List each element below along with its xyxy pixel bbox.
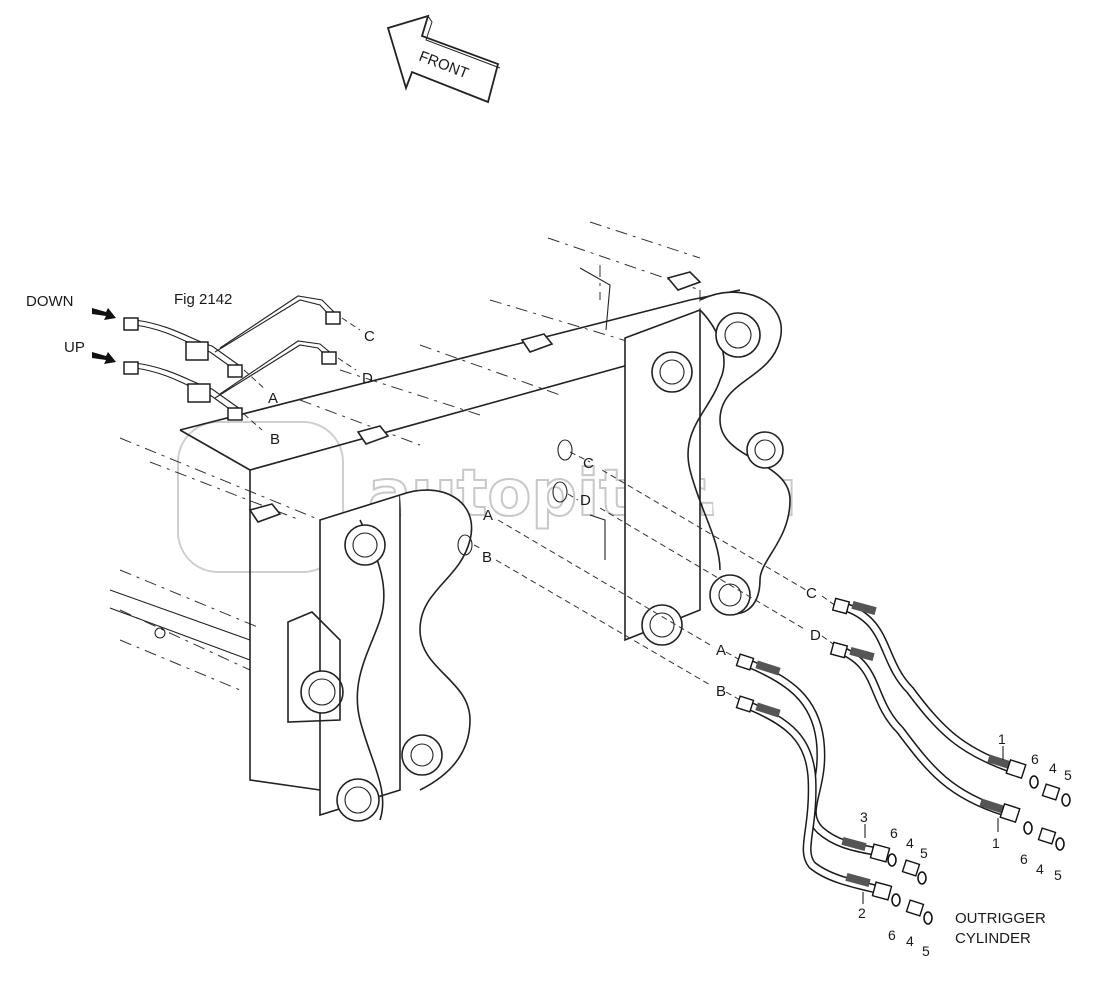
part-number-5-lower: 5 xyxy=(1054,867,1062,883)
part-number-5-mid: 5 xyxy=(920,845,928,861)
upper-callout-leaders xyxy=(243,317,361,431)
callout-c-middle: C xyxy=(583,455,594,472)
component-label-line1: OUTRIGGER xyxy=(955,910,1046,927)
flow-arrows xyxy=(92,308,116,364)
part-number-4-upper: 4 xyxy=(1049,760,1057,776)
hose-b xyxy=(735,695,893,901)
part-number-6-lower: 6 xyxy=(1020,851,1028,867)
part-number-5-upper: 5 xyxy=(1064,767,1072,783)
part-number-2: 2 xyxy=(858,905,866,921)
hose-c xyxy=(831,597,1027,780)
part-number-6-mid: 6 xyxy=(890,825,898,841)
part-number-1-lower: 1 xyxy=(992,835,1000,851)
o-rings xyxy=(887,775,1039,907)
beam-port-holes xyxy=(457,439,606,560)
right-bracket xyxy=(624,291,791,646)
part-number-4-mid: 4 xyxy=(906,835,914,851)
component-label-line2: CYLINDER xyxy=(955,930,1031,947)
callout-a-upper: A xyxy=(268,390,278,407)
hose-d xyxy=(829,641,1021,824)
part-number-leaders xyxy=(862,746,1004,904)
callout-a-lower: A xyxy=(716,642,726,659)
callout-c-lower: C xyxy=(806,585,817,602)
callout-d-lower: D xyxy=(810,627,821,644)
callout-b-middle: B xyxy=(482,549,492,566)
adapters xyxy=(901,783,1071,925)
port-label-up: UP xyxy=(64,339,85,356)
callout-b-upper: B xyxy=(270,431,280,448)
callout-a-middle: A xyxy=(483,507,493,524)
left-bracket xyxy=(287,489,473,822)
callout-c-upper: C xyxy=(364,328,375,345)
part-number-3: 3 xyxy=(860,809,868,825)
callout-d-upper: D xyxy=(362,370,373,387)
chassis-frame xyxy=(119,221,701,691)
front-direction-arrow: FRONT xyxy=(386,14,501,104)
part-number-4-bottom: 4 xyxy=(906,933,914,949)
callout-b-lower: B xyxy=(716,683,726,700)
part-number-1-upper: 1 xyxy=(998,731,1006,747)
part-number-5-bottom: 5 xyxy=(922,943,930,959)
valve-tubes xyxy=(123,295,341,421)
part-number-4-lower: 4 xyxy=(1036,861,1044,877)
port-label-down: DOWN xyxy=(26,293,74,310)
callout-d-middle: D xyxy=(580,492,591,509)
part-number-6-upper: 6 xyxy=(1031,751,1039,767)
figure-reference: Fig 2142 xyxy=(174,291,232,308)
part-number-6-bottom: 6 xyxy=(888,927,896,943)
